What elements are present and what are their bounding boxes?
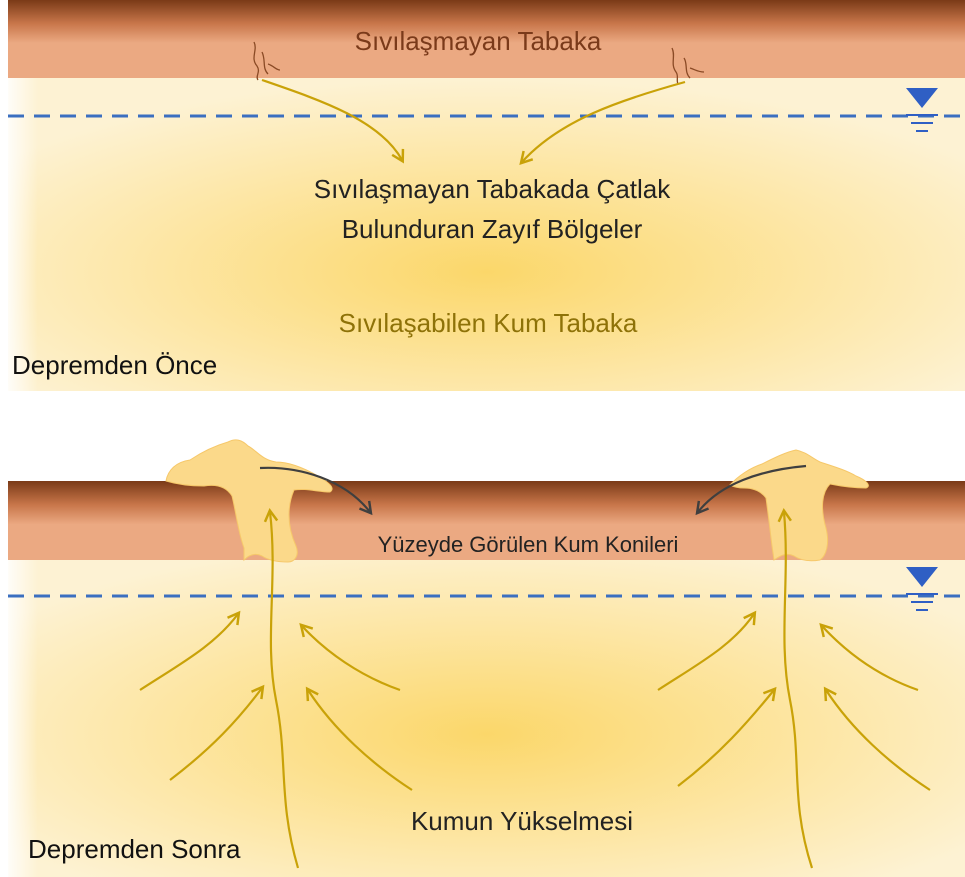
top-sand-fade (8, 78, 38, 391)
bottom-sand-fade (8, 560, 38, 877)
after-earthquake-caption: Depremden Sonra (28, 834, 241, 864)
crust-label: Sıvılaşmayan Tabaka (355, 26, 602, 56)
sand-cones-label: Yüzeyde Görülen Kum Konileri (378, 532, 679, 557)
sand-layer-label: Sıvılaşabilen Kum Tabaka (339, 308, 638, 338)
weak-zone-label-line2: Bulunduran Zayıf Bölgeler (342, 214, 643, 244)
bottom-panel: Yüzeyde Görülen Kum Konileri Kumun Yükse… (8, 440, 965, 877)
before-earthquake-caption: Depremden Önce (12, 350, 217, 380)
weak-zone-label-line1: Sıvılaşmayan Tabakada Çatlak (314, 174, 671, 204)
sand-rise-label: Kumun Yükselmesi (411, 806, 633, 836)
top-panel: Sıvılaşmayan Tabaka Sıvılaşmayan Tabakad… (8, 0, 965, 391)
